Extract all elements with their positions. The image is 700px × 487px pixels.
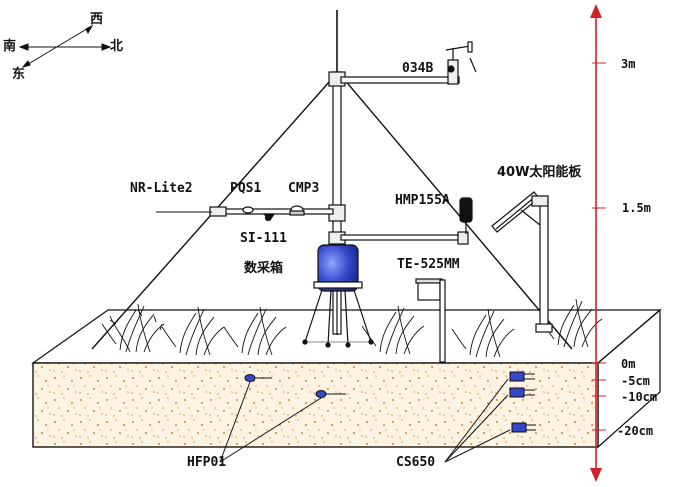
plants <box>101 298 603 358</box>
label-wind-sensor: 034B <box>402 61 434 76</box>
height-label-5cm: -5cm <box>621 374 650 388</box>
label-heat-flux-plate: HFP01 <box>187 455 227 470</box>
label-temp-humidity-sensor: HMP155A <box>395 193 450 208</box>
leader-lines <box>219 378 511 463</box>
label-soil-probe: CS650 <box>396 455 436 470</box>
label-pyranometer: CMP3 <box>288 181 320 196</box>
datalogger-box <box>302 244 374 348</box>
height-label-20cm: -20cm <box>617 424 654 438</box>
compass-rose <box>18 24 112 68</box>
radiation-arm <box>156 205 334 222</box>
label-par-sensor: PQS1 <box>230 181 262 196</box>
height-label-1-5m: 1.5m <box>622 201 651 215</box>
compass-south: 南 <box>3 39 17 54</box>
height-label-0m: 0m <box>621 357 636 371</box>
height-label-3m: 3m <box>621 57 636 71</box>
hmp-arm <box>340 197 473 245</box>
label-datalogger-box: 数采箱 <box>244 261 284 276</box>
soil-block <box>31 308 662 449</box>
height-scale <box>590 4 606 482</box>
compass-east: 东 <box>12 67 26 82</box>
label-rain-gauge: TE-525MM <box>397 257 460 272</box>
height-label-10cm: -10cm <box>621 390 658 404</box>
label-solar-panel: 40W太阳能板 <box>497 165 582 180</box>
solar-panel-stand <box>491 191 553 333</box>
soil-sensors <box>244 371 536 433</box>
label-ir-temp-sensor: SI-111 <box>240 231 287 246</box>
compass-north: 北 <box>110 39 124 54</box>
compass-west: 西 <box>90 12 104 27</box>
wind-sensor-arm <box>340 41 477 85</box>
label-net-radiometer: NR-Lite2 <box>130 181 193 196</box>
rain-gauge <box>415 278 446 363</box>
